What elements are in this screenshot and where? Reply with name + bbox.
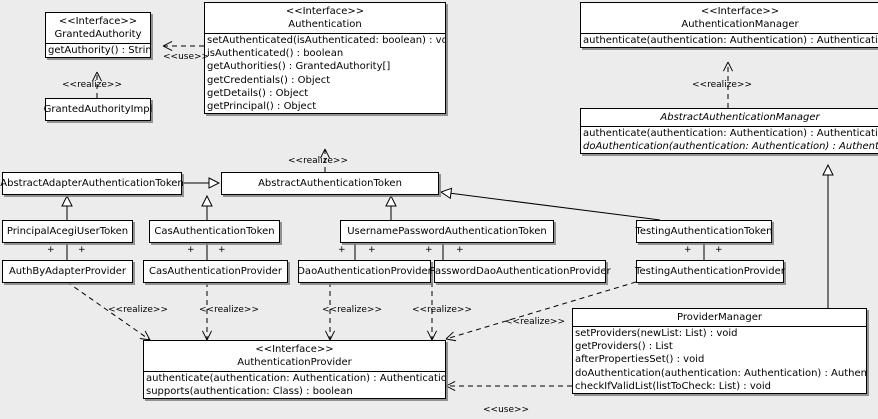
operation: authenticate(authentication: Authenticat… [583, 35, 878, 46]
class-box-username-password-authentication-token[interactable]: UsernamePasswordAuthenticationToken [340, 220, 554, 243]
relationship-label-realize-password-dao-authentication-provider: <<realize>> [412, 305, 472, 315]
class-name: TestingAuthenticationProvider [635, 266, 785, 277]
stereotype-label: <<Interface>> [255, 344, 334, 355]
operation: checkIfValidList(listToCheck: List) : vo… [575, 380, 772, 392]
class-box-granted-authority[interactable]: <<Interface>> GrantedAuthority getAuthor… [45, 12, 151, 59]
relationship-label-realize-auth-by-adapter-provider: <<realize>> [108, 305, 168, 315]
association-visibility-marker: + [425, 245, 433, 255]
relationship-label-use-granted-authority: <<use>> [163, 52, 210, 62]
class-box-provider-manager[interactable]: ProviderManager setProviders(newList: Li… [572, 308, 867, 395]
divider [144, 371, 445, 372]
class-name: AbstractAuthenticationManager [660, 112, 820, 123]
class-box-dao-authentication-provider[interactable]: DaoAuthenticationProvider [297, 260, 432, 283]
class-box-authentication-manager[interactable]: <<Interface>> AuthenticationManager auth… [580, 2, 878, 49]
operations-compartment: authenticate(authentication: Authenticat… [581, 127, 878, 153]
divider [46, 43, 150, 44]
class-header: AbstractAuthenticationManager [581, 109, 878, 126]
operation: setAuthenticated(isAuthenticated: boolea… [207, 35, 445, 46]
class-box-testing-authentication-token[interactable]: TestingAuthenticationToken [635, 220, 773, 243]
association-visibility-marker: + [187, 245, 195, 255]
class-box-cas-authentication-token[interactable]: CasAuthenticationToken [149, 220, 280, 243]
relationship-label-realize-abstract-authentication-token: <<realize>> [288, 156, 348, 166]
relationship-label-realize-dao-authentication-provider: <<realize>> [322, 305, 382, 315]
class-name: AuthByAdapterProvider [8, 266, 127, 277]
class-name: DaoAuthenticationProvider [297, 266, 432, 277]
operations-compartment: authenticate(authentication: Authenticat… [144, 372, 445, 398]
operation: getProviders() : List [575, 341, 673, 353]
association-visibility-marker: + [218, 245, 226, 255]
operation: supports(authentication: Class) : boolea… [146, 386, 353, 398]
class-header: <<Interface>> AuthenticationManager [581, 3, 878, 33]
divider [205, 33, 445, 34]
class-name: CasAuthenticationProvider [149, 266, 282, 277]
class-box-auth-by-adapter-provider[interactable]: AuthByAdapterProvider [2, 260, 133, 283]
operation: afterPropertiesSet() : void [575, 354, 705, 366]
operations-compartment: getAuthority() : String [46, 44, 150, 57]
operations-compartment: setProviders(newList: List) : void getPr… [573, 327, 866, 393]
stereotype-label: <<Interface>> [285, 6, 365, 17]
operation: doAuthentication(authentication: Authent… [583, 141, 878, 153]
class-box-abstract-authentication-manager[interactable]: AbstractAuthenticationManager authentica… [580, 108, 878, 155]
association-visibility-marker: + [338, 245, 346, 255]
operation: getAuthorities() : GrantedAuthority[] [207, 61, 391, 73]
relationship-label-realize-testing-authentication-provider: <<realize>> [505, 317, 565, 327]
stereotype-label: <<Interface>> [700, 6, 780, 17]
class-name: AbstractAuthenticationToken [258, 178, 402, 189]
association-visibility-marker: + [78, 245, 86, 255]
class-box-authentication-provider[interactable]: <<Interface>> AuthenticationProvider aut… [143, 340, 446, 400]
class-name: AuthenticationProvider [237, 357, 352, 368]
class-box-abstract-authentication-token[interactable]: AbstractAuthenticationToken [221, 172, 439, 195]
relationship-label-realize-abstract-authentication-manager: <<realize>> [692, 80, 752, 90]
class-name: ProviderManager [676, 312, 762, 323]
class-box-granted-authority-impl[interactable]: GrantedAuthorityImpl [43, 98, 153, 121]
operation: getPrincipal() : Object [207, 101, 317, 113]
association-visibility-marker: + [715, 245, 723, 255]
class-box-abstract-adapter-authentication-token[interactable]: AbstractAdapterAuthenticationToken [0, 172, 184, 195]
class-box-authentication[interactable]: <<Interface>> Authentication setAuthenti… [204, 2, 446, 115]
operations-compartment: setAuthenticated(isAuthenticated: boolea… [205, 34, 445, 113]
class-name: TestingAuthenticationToken [635, 226, 773, 237]
association-visibility-marker: + [684, 245, 692, 255]
class-name: GrantedAuthority [54, 29, 142, 40]
class-box-password-dao-authentication-provider[interactable]: PasswordDaoAuthenticationProvider [429, 260, 611, 283]
class-header: <<Interface>> AuthenticationProvider [144, 341, 445, 371]
operation: authenticate(authentication: Authenticat… [583, 128, 878, 139]
operation: setProviders(newList: List) : void [575, 328, 738, 339]
operation: getAuthority() : String [48, 45, 150, 56]
class-name: UsernamePasswordAuthenticationToken [347, 226, 547, 237]
divider [573, 326, 866, 327]
class-box-testing-authentication-provider[interactable]: TestingAuthenticationProvider [635, 260, 785, 283]
class-box-cas-authentication-provider[interactable]: CasAuthenticationProvider [143, 260, 288, 283]
operation: getDetails() : Object [207, 87, 309, 99]
operation: doAuthentication(authentication: Authent… [575, 367, 866, 379]
class-name: PrincipalAcegiUserToken [6, 226, 129, 237]
relationship-label-realize-granted-authority-impl: <<realize>> [62, 80, 122, 90]
divider [581, 33, 878, 34]
class-header: <<Interface>> Authentication [205, 3, 445, 33]
association-visibility-marker: + [368, 245, 376, 255]
relationship-label-use-provider-manager: <<use>> [483, 405, 530, 415]
class-name: CasAuthenticationToken [154, 226, 275, 237]
association-visibility-marker: + [456, 245, 464, 255]
class-header: <<Interface>> GrantedAuthority [46, 13, 150, 43]
stereotype-label: <<Interface>> [58, 16, 138, 27]
operation: authenticate(authentication: Authenticat… [146, 373, 445, 384]
association-visibility-marker: + [47, 245, 55, 255]
relationship-label-realize-cas-authentication-provider: <<realize>> [199, 305, 259, 315]
operation: getCredentials() : Object [207, 74, 331, 86]
class-box-principal-acegi-user-token[interactable]: PrincipalAcegiUserToken [2, 220, 133, 243]
class-header: ProviderManager [573, 309, 866, 326]
class-name: AuthenticationManager [681, 19, 799, 30]
class-name: Authentication [288, 19, 362, 30]
operations-compartment: authenticate(authentication: Authenticat… [581, 34, 878, 47]
class-name: PasswordDaoAuthenticationProvider [429, 266, 611, 277]
class-name: AbstractAdapterAuthenticationToken [0, 178, 184, 189]
divider [581, 126, 878, 127]
operation: isAuthenticated() : boolean [207, 48, 344, 60]
class-name: GrantedAuthorityImpl [43, 104, 153, 115]
